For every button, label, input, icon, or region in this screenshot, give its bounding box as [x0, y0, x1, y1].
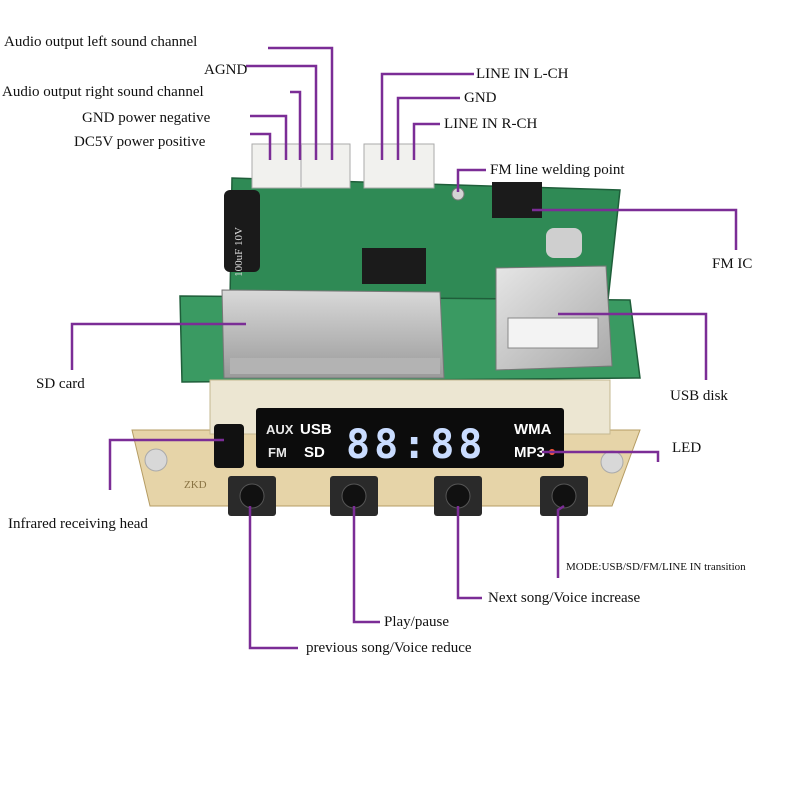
label-usb-disk: USB disk [670, 388, 728, 404]
label-line-in-r: LINE IN R-CH [444, 116, 537, 132]
usb-port-opening [507, 317, 599, 349]
button-previous[interactable] [228, 476, 276, 516]
leader-audio-right [290, 90, 302, 160]
label-next: Next song/Voice increase [488, 590, 641, 606]
button-mode[interactable] [540, 476, 588, 516]
main-chip [362, 248, 426, 284]
leader-agnd [246, 64, 318, 160]
label-line-in-l: LINE IN L-CH [476, 66, 569, 82]
label-infrared: Infrared receiving head [8, 516, 148, 532]
button-previous-cap[interactable] [239, 483, 265, 509]
sd-card-slot [221, 289, 445, 379]
display-wma: WMA [514, 421, 552, 438]
button-next[interactable] [434, 476, 482, 516]
leader-infrared [108, 438, 224, 490]
leader-audio-left [268, 46, 334, 160]
button-mode-cap[interactable] [551, 483, 577, 509]
leader-mode [556, 504, 565, 578]
leader-line-in-r [412, 122, 440, 160]
screw-hole-right [600, 450, 624, 474]
display-sd: SD [304, 444, 325, 461]
fm-chip [492, 182, 542, 218]
leader-dc5v [250, 132, 272, 160]
label-audio-left: Audio output left sound channel [4, 34, 197, 50]
audio-connector-divider [300, 144, 302, 188]
capacitor [224, 190, 260, 272]
label-sd-card: SD card [36, 376, 85, 392]
leader-prev [248, 506, 298, 650]
leader-fm-weld [456, 168, 486, 192]
display-aux: AUX [266, 422, 294, 437]
screw-hole-left [144, 448, 168, 472]
brand-label: ZKD [184, 479, 207, 491]
label-play: Play/pause [384, 614, 449, 630]
label-fm-ic: FM IC [712, 256, 752, 272]
label-agnd: AGND [204, 62, 247, 78]
leader-led [542, 450, 660, 462]
display-digits: 88:88 [346, 422, 486, 468]
leader-sd-card [70, 322, 246, 370]
button-play-cap[interactable] [341, 483, 367, 509]
leader-fm-ic [532, 208, 738, 250]
leader-next [456, 506, 482, 600]
display-usb: USB [300, 421, 332, 438]
label-gnd: GND [464, 90, 497, 106]
leader-line-in-l [380, 72, 474, 160]
leader-gnd-negative [250, 114, 288, 160]
leader-play [352, 506, 380, 624]
display-mp3: MP3 [514, 444, 545, 461]
leader-gnd [396, 96, 460, 160]
label-dc5v: DC5V power positive [74, 134, 206, 150]
label-fm-weld: FM line welding point [490, 162, 625, 178]
display-panel [256, 408, 564, 468]
display-fm: FM [268, 445, 287, 460]
capacitor-label: 100uF 10V [233, 227, 245, 277]
label-audio-right: Audio output right sound channel [2, 84, 204, 100]
crystal [546, 228, 582, 258]
label-gnd-negative: GND power negative [82, 110, 211, 126]
infrared-receiver [214, 424, 244, 468]
leader-usb-disk [558, 312, 708, 380]
label-led: LED [672, 440, 701, 456]
label-mode: MODE:USB/SD/FM/LINE IN transition [566, 561, 746, 573]
sd-card-lip [230, 358, 440, 374]
button-next-cap[interactable] [445, 483, 471, 509]
label-prev: previous song/Voice reduce [306, 640, 472, 656]
